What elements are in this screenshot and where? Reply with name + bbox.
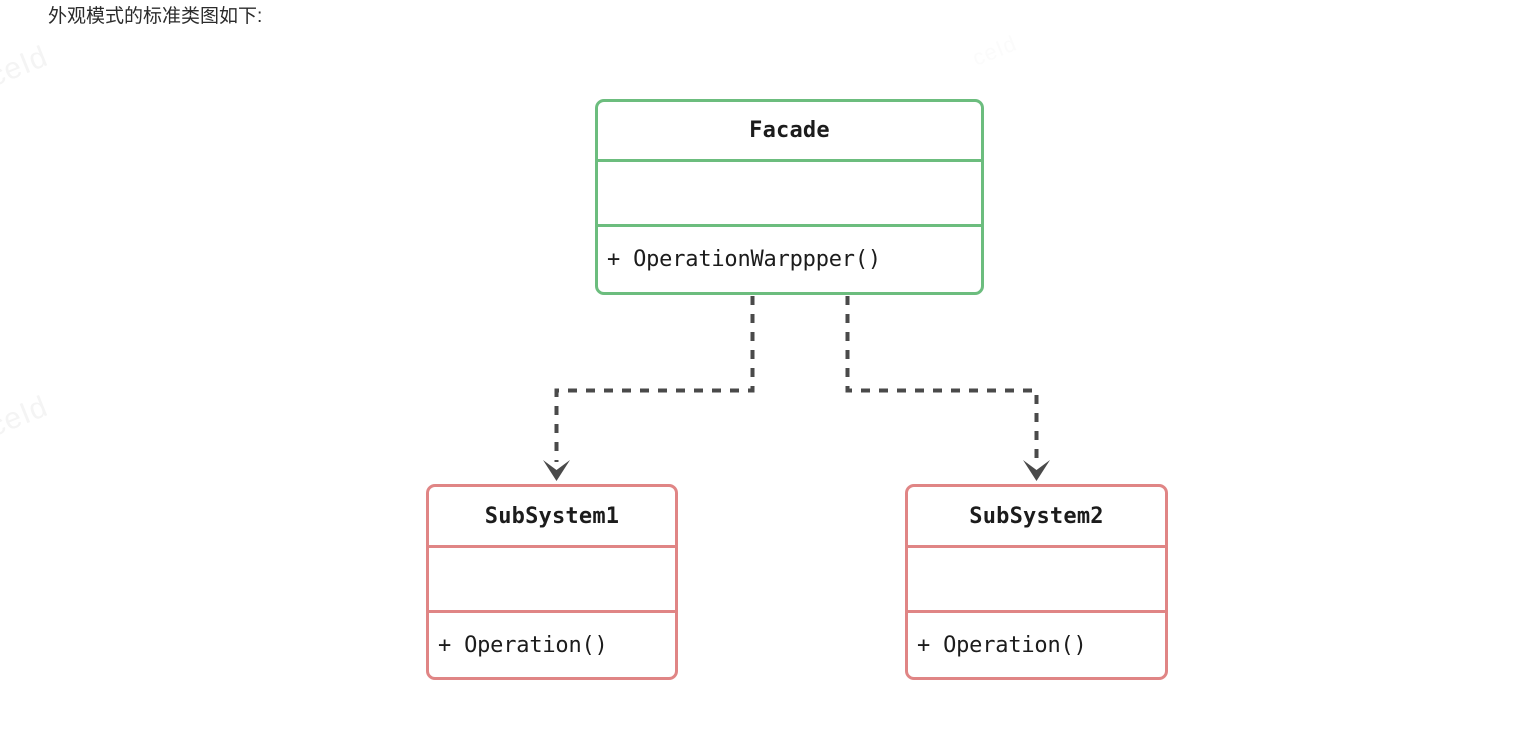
class-divider <box>429 610 675 613</box>
class-attributes-subsystem2 <box>908 548 1165 610</box>
arrowhead-subsystem2 <box>1023 460 1050 481</box>
class-divider <box>908 545 1165 548</box>
class-operations-facade: + OperationWarppper() <box>607 247 881 272</box>
class-attributes-subsystem1 <box>429 548 675 610</box>
watermark-top-right: ceId <box>968 30 1021 71</box>
class-operations-subsystem1: + Operation() <box>438 632 608 658</box>
class-box-subsystem1[interactable]: SubSystem1 + Operation() <box>426 484 678 680</box>
relation-facade-to-subsystem2 <box>845 296 1050 481</box>
arrowhead-subsystem1 <box>543 460 570 481</box>
class-divider <box>429 545 675 548</box>
class-name-subsystem1: SubSystem1 <box>484 503 620 529</box>
class-divider <box>908 610 1165 613</box>
class-box-facade[interactable]: Facade + OperationWarppper() <box>595 99 984 295</box>
class-name-subsystem2: SubSystem2 <box>969 503 1104 529</box>
page-caption: 外观模式的标准类图如下: <box>48 6 263 27</box>
watermark-left-top: ceId <box>0 39 53 94</box>
relation-facade-to-subsystem1 <box>543 296 755 481</box>
class-box-subsystem2[interactable]: SubSystem2 + Operation() <box>905 484 1168 680</box>
class-operations-subsystem2: + Operation() <box>917 632 1087 658</box>
class-divider <box>598 224 981 227</box>
class-divider <box>598 159 981 162</box>
class-attributes-facade <box>598 162 981 224</box>
watermark-left-middle: ceId <box>0 389 53 444</box>
class-name-facade: Facade <box>749 118 830 143</box>
